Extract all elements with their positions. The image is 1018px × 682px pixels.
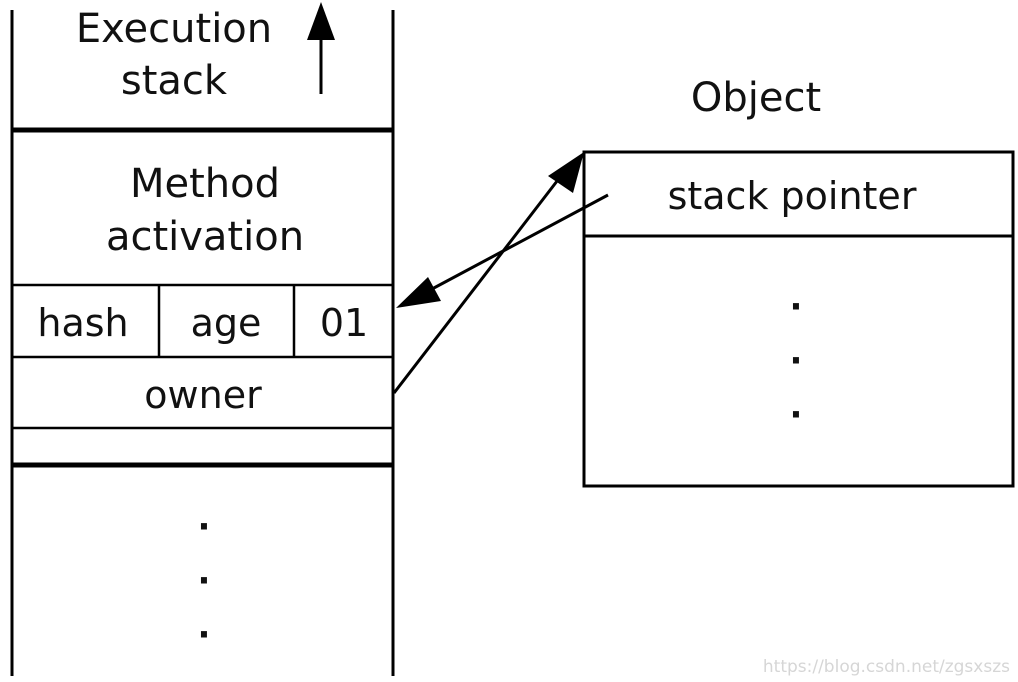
arrowhead-icon <box>548 152 584 193</box>
object-title: Object <box>691 75 821 121</box>
stack-ellipsis-dot: · <box>198 561 211 601</box>
watermark: https://blog.csdn.net/zgsxszs <box>763 657 1010 677</box>
stack-title-line1: Execution <box>76 6 272 52</box>
object-ellipsis-dot: · <box>790 287 803 327</box>
execution-stack: Execution stack Method activation hash a… <box>10 2 395 676</box>
object-ellipsis-dot: · <box>790 395 803 435</box>
object-box: Object stack pointer · · · <box>582 75 1015 488</box>
object-to-lock-record-arrow <box>396 193 609 308</box>
object-ellipsis-dot: · <box>790 341 803 381</box>
displaced-header-row: hash age 01 <box>37 285 368 357</box>
stack-growth-arrow <box>307 2 335 94</box>
stack-title-line2: stack <box>121 58 228 104</box>
object-header-label: stack pointer <box>668 174 917 218</box>
cell-lock-bits: 01 <box>320 301 368 345</box>
owner-field: owner <box>144 373 262 417</box>
stack-ellipsis-dot: · <box>198 507 211 547</box>
method-label-line2: activation <box>106 214 304 260</box>
stack-ellipsis-dot: · <box>198 615 211 655</box>
cell-hash: hash <box>37 301 128 345</box>
owner-to-object-arrow <box>392 152 584 394</box>
arrowhead-icon <box>396 277 441 308</box>
object-frame <box>582 150 1015 488</box>
up-arrow-icon <box>307 2 335 40</box>
method-label-line1: Method <box>130 161 280 207</box>
cell-age: age <box>191 301 262 345</box>
